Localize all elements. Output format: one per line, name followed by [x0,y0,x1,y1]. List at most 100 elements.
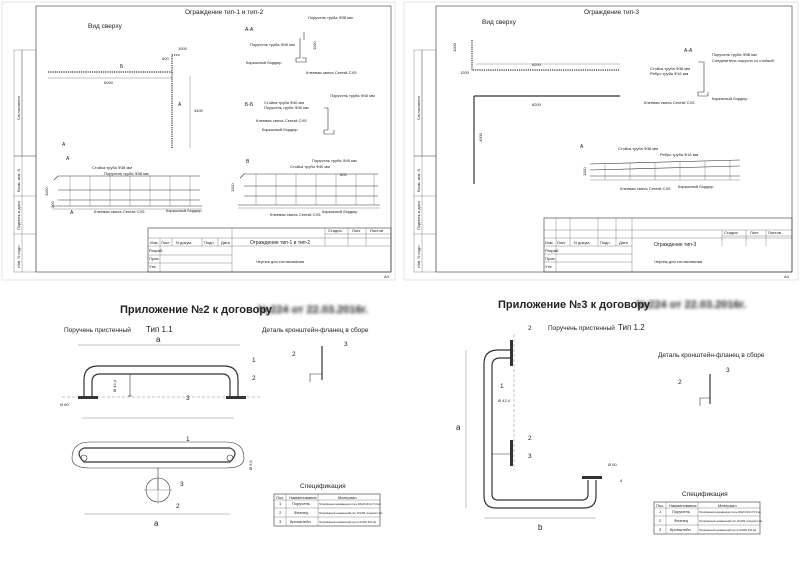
elevation-b: В Поручень труба Ф40 мм Стойка труба Ф40… [230,158,380,217]
detail-callout-2-r: 2 [678,379,682,386]
stamp-col-sign: Подп. [204,240,215,245]
view-top-label-r: Вид сверху [482,19,517,26]
callout-curb-bb: Каркасный бордюр [262,127,298,132]
side-strip-r: Согласовано Взам. инв. N Подпись и дата … [413,49,437,273]
stamp-sheets: Листов [370,228,383,233]
plan-view: 6000 Б 1000 600 4400 А А А [48,46,204,162]
spec-r1-mat-r: Полированная нержавеющая сталь AISI201 Ф… [699,511,761,514]
title-block: Изм. Лист N докум. Подп. Дата Разраб. Пр… [147,227,392,279]
stamp-stage: Стадия [328,228,342,233]
spec-title-r: Спецификация [682,491,728,498]
dim-6000: 6000 [104,80,114,85]
dim-flange-r: Ø 60 [608,462,617,467]
dim-d-side: Ø 42,4 [112,379,117,392]
callout-handrail: Поручень труба Ф38 мм [308,15,353,20]
label-a-right: А [178,102,182,108]
detail-callout-3-l: 3 [344,341,348,348]
elevation-a: Стойка труба Ф38 мм Поручень труба Ф38 м… [44,165,202,216]
stamp-row-dev-r: Разраб. [545,248,559,253]
spec-r1-name-r: Поручень [672,509,690,514]
format-label-r: А4 [784,274,790,279]
spec-title-l: Спецификация [300,483,346,490]
spec-r1-name-l: Поручень [292,501,310,506]
stamp-title-r: Ограждение тип-3 [654,242,696,248]
racks-r [604,160,731,180]
side-label-agreed-r: Согласовано [416,95,421,120]
appendix-2-heading-blurred: №224 от 22.03.2016г. [258,304,368,316]
callout-glue-a: Клеевая смесь Ceresit CX5 [94,209,145,214]
appendix-2: Приложение №2 к договору №224 от 22.03.2… [60,304,383,528]
sheet-type-3: Согласовано Взам. инв. N Подпись и дата … [403,1,799,281]
section-aa-label-r: А-А [684,48,693,54]
handrail-side-view: 1 2 3 Ø 42,4 Ø 60 [60,357,260,407]
label-v: В [246,159,250,165]
callout-curb: Каркасный бордюр [246,60,282,65]
title-block-r: Изм. Лист N докум. Подп. Дата Разраб. Пр… [543,217,793,279]
callout-glue: Клеевая смесь Ceresit CX5 [306,70,357,75]
elevation-r: А Стойка труба Ф38 мм Ребро труба Ф16 мм… [580,144,741,191]
dim-small-plan: Ø 6,5 [248,459,253,470]
callout-4-r: 4 [620,478,623,483]
spec-r2-name-l: Фланец [294,510,309,515]
dim-1000: 1000 [178,46,188,51]
spec-table-l: Спецификация Поз. Наименование Материал … [273,483,383,527]
spec-r2-name-r: Фланец [674,518,689,523]
spec-r1-mat-l: Полированная нержавеющая сталь AISI201 Ф… [319,503,381,506]
dim-6200b: 6200 [532,102,542,107]
spec-r2-pos-l: 2 [279,510,282,515]
detail-title-l: Деталь кронштейн-фланец в сборе [262,326,369,334]
spec-h-pos-l: Поз. [276,495,284,500]
stamp-col-doc: N докум. [176,240,192,245]
callout-glue-b: Клеевая смесь Ceresit CX5 [270,212,321,217]
callout-glue-bb: Клеевая смесь Ceresit CX5 [256,118,307,123]
callout-handrail-a: Поручень труба Ф38 мм [104,171,149,176]
stamp-col-doc-r: N докум. [574,240,590,245]
format-label: А4 [384,274,390,279]
stamp-row-approve: Утв. [149,264,157,269]
side-label-signature-r: Подпись и дата [416,200,421,230]
sheet-title-r: Ограждение тип-3 [584,9,639,16]
callout-rack-r: Стойка труба Ф38 мм [650,66,690,71]
dim-1100-a: 1100 [44,187,49,196]
spec-r2-pos-r: 2 [659,518,662,523]
stamp-sheet-r: Лист [750,230,759,235]
dim-200-a: 200 [50,201,55,208]
section-aa-label: А-А [245,27,254,33]
callout-handrail-bb2: Поручень труба Ф40 мм [264,105,309,110]
dim-6200: 6200 [532,62,542,67]
type-12: Тип 1.2 [618,323,645,332]
callout-glue-elev-r: Клеевая смесь Ceresit CX5 [620,186,671,191]
stamp-row-check-r: Пров. [545,256,556,261]
spec-r3-pos-r: 3 [659,527,662,532]
callout-3-r: 3 [528,453,532,460]
stamp-row-dev: Разраб. [149,248,163,253]
callout-2-side: 2 [252,375,256,382]
racks-b [255,174,375,205]
dim-a-r: a [456,423,461,432]
stamp-col-list-r: Лист [557,240,566,245]
dim-600: 600 [162,56,169,61]
dim-1100-r: 1100 [582,167,587,176]
view-top-label: Вид сверху [88,23,123,30]
racks-a [69,176,191,206]
stamp-row-check: Пров. [149,256,160,261]
callout-1-side: 1 [252,357,256,364]
callout-3-side: 3 [186,395,190,402]
label-a-left: А [62,142,66,148]
label-a-elev: А [70,210,74,216]
label-b: Б [120,64,124,70]
spec-r1-pos-l: 1 [279,501,282,506]
stamp-stage-r: Стадия [724,230,738,235]
stamp-title: Ограждение тип-1 и тип-2 [250,240,310,246]
dim-a-bottom-l: a [154,519,159,528]
callout-2-top-r: 2 [528,325,532,332]
label-a-left2: А [66,156,70,162]
appendix-3-heading: Приложение №3 к договору [498,299,651,311]
spec-r3-name-l: Кронштейн [290,519,311,524]
callout-curb-b: Каркасный бордюр [322,209,358,214]
detail-title-r: Деталь кронштейн-фланец в сборе [658,351,765,359]
stamp-sheet: Лист [352,228,361,233]
side-label-inv: Инв. N подл. [16,244,21,268]
stamp-row-approve-r: Утв. [545,264,553,269]
callout-curb-elev-r: Каркасный бордюр [678,184,714,189]
